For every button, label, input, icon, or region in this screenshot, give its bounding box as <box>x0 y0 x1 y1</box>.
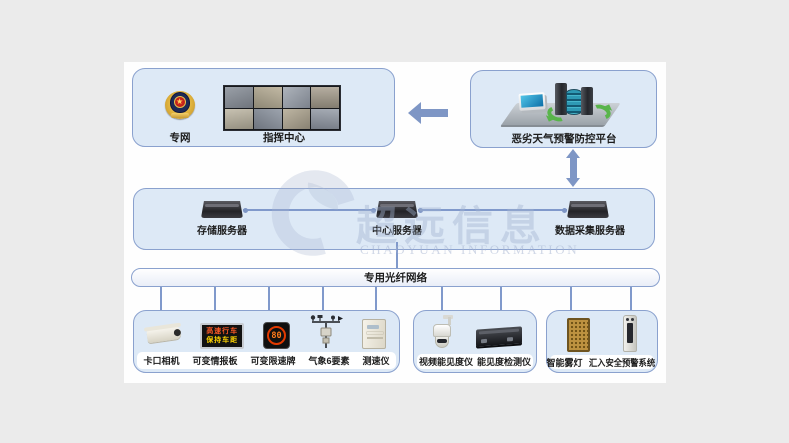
storage-server-icon <box>201 201 243 218</box>
visibility-detector-icon <box>475 326 522 347</box>
speed-meter-icon <box>361 319 386 349</box>
device-label: 汇入安全预警系统 <box>588 357 655 368</box>
message-board-icon: 高速行车 保持车距 <box>200 323 245 349</box>
speed-value: 80 <box>271 330 282 341</box>
platform-illustration <box>501 77 627 127</box>
double-arrow-icon <box>566 149 581 187</box>
database-icon <box>566 89 582 115</box>
weather-platform-box: 恶劣天气预警防控平台 <box>470 70 657 148</box>
connector-line <box>322 287 324 310</box>
weather-platform-label: 恶劣天气预警防控平台 <box>511 133 617 145</box>
connector-line <box>396 242 398 268</box>
device-label: 视频能见度仪 <box>418 357 473 367</box>
arrow-left-icon <box>408 102 448 124</box>
warning-devices-box: 智能雾灯 汇入安全预警系统 <box>546 310 658 373</box>
command-center-label: 指挥中心 <box>263 132 305 144</box>
connector-line <box>268 287 270 310</box>
laptop-icon <box>518 92 546 111</box>
command-center-box: ★ 专网 指挥中心 <box>132 68 395 147</box>
connector-line <box>441 287 443 310</box>
ptz-camera-icon <box>429 315 455 351</box>
server-tower-icon <box>555 83 567 115</box>
collect-server-label: 数据采集服务器 <box>555 226 625 237</box>
device-label: 卡口相机 <box>143 356 180 366</box>
checkpoint-camera-icon <box>146 325 183 344</box>
video-wall-image <box>223 85 341 131</box>
server-tower-icon <box>581 87 593 115</box>
connector-line <box>630 287 632 310</box>
diagram-panel: ★ 专网 指挥中心 恶劣天气预警防控平台 超远信息 CHAOYUAN INFOR… <box>124 62 666 383</box>
collect-server-icon <box>567 201 609 218</box>
server-link-line <box>418 209 567 211</box>
roadside-devices-box: 高速行车 保持车距 80 卡口相机 可变情 <box>133 310 400 373</box>
device-label: 测速仪 <box>362 356 390 366</box>
weather-station-icon <box>310 315 343 348</box>
visibility-devices-box: 视频能见度仪 能见度检测仪 <box>413 310 537 373</box>
private-network-label: 专网 <box>169 132 191 144</box>
fog-light-icon <box>567 318 591 352</box>
servers-box <box>133 188 655 250</box>
connector-line <box>214 287 216 310</box>
center-server-icon <box>376 201 418 218</box>
center-server-label: 中心服务器 <box>372 226 422 237</box>
device-label: 智能雾灯 <box>546 357 583 368</box>
device-label: 气象6要素 <box>308 356 350 366</box>
board-text-line1: 高速行车 <box>206 328 239 335</box>
board-text-line2: 保持车距 <box>206 337 239 344</box>
labels-band: 卡口相机 可变情报板 可变限速牌 气象6要素 测速仪 <box>137 352 396 369</box>
connector-line <box>375 287 377 310</box>
connector-line <box>500 287 502 310</box>
device-label: 可变情报板 <box>192 356 238 366</box>
speed-limit-sign-icon: 80 <box>262 322 290 349</box>
labels-band: 智能雾灯 汇入安全预警系统 <box>546 355 655 369</box>
fiber-network-label: 专用光纤网络 <box>364 272 427 284</box>
device-label: 可变限速牌 <box>250 356 296 366</box>
device-label: 能见度检测仪 <box>476 357 531 367</box>
connector-line <box>570 287 572 310</box>
storage-server-label: 存储服务器 <box>197 226 247 237</box>
server-link-line <box>243 209 376 211</box>
police-badge-icon: ★ <box>163 87 197 123</box>
connector-line <box>160 287 162 310</box>
warning-pillar-icon <box>622 315 637 352</box>
fiber-network-bar: 专用光纤网络 <box>131 268 660 287</box>
labels-band: 视频能见度仪 能见度检测仪 <box>417 354 533 369</box>
